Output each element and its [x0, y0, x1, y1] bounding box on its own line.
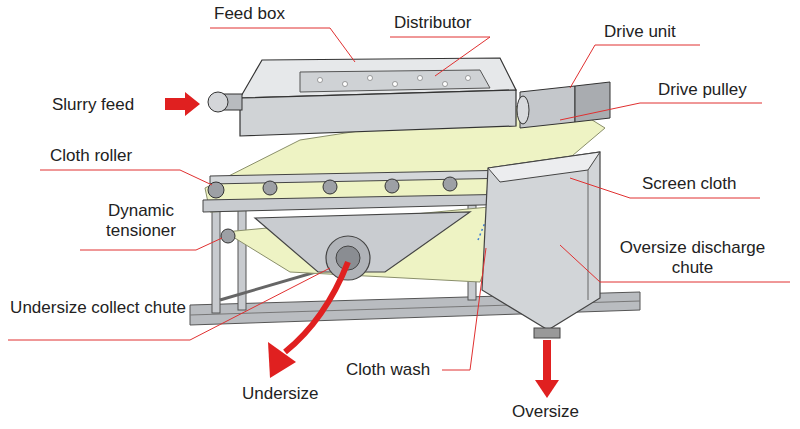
oversize-chute-rim [488, 152, 600, 182]
undersize-chute-label: Undersize collect chute [8, 298, 188, 318]
hole [343, 82, 348, 87]
oversize-chute [482, 152, 600, 330]
screen-cloth-lower [225, 205, 510, 282]
leader-line [40, 170, 212, 185]
slurry-feed-arrow [165, 92, 200, 116]
feed-box-front [240, 90, 516, 136]
oversize-arrowhead [535, 380, 559, 398]
leader-line [560, 103, 762, 120]
oversize-outlet [534, 328, 560, 338]
screen-cloth-label: Screen cloth [642, 174, 737, 194]
frame-rail [210, 170, 515, 184]
undersize-label: Undersize [242, 384, 319, 404]
hole [318, 78, 323, 83]
distributor-label: Distributor [394, 13, 471, 33]
cloth-roller-label: Cloth roller [50, 146, 132, 166]
cloth-roller [443, 177, 457, 191]
cloth-wash-label: Cloth wash [346, 360, 430, 380]
oversize-chute-edge [588, 170, 589, 300]
drive-unit-label: Drive unit [604, 22, 676, 42]
hole [466, 76, 471, 81]
hopper-outlet [326, 236, 370, 280]
hole [418, 76, 423, 81]
leader-lines [8, 28, 790, 370]
distributor [300, 70, 490, 92]
cloth-roller [263, 181, 277, 195]
hole [368, 76, 373, 81]
frame-leg [212, 205, 220, 313]
slurry-feed-label: Slurry feed [52, 95, 134, 115]
cloth-roller [323, 180, 337, 194]
drive-pulley-label: Drive pulley [658, 80, 747, 100]
feed-inlet [208, 92, 228, 112]
leader-line [8, 268, 330, 340]
hole [393, 82, 398, 87]
frame-rail [203, 194, 520, 212]
cloth-roller [385, 179, 399, 193]
hole [443, 82, 448, 87]
tensioner-roller [221, 229, 235, 243]
distributor-holes [318, 76, 471, 87]
oversize-chute-label: Oversize discharge chute [600, 238, 785, 278]
undersize-arrowhead [268, 342, 296, 378]
leader-line [390, 37, 490, 76]
dynamic-tensioner-label: Dynamic tensioner [86, 201, 196, 241]
leader-line [210, 28, 355, 62]
cloth-rollers [208, 177, 457, 243]
oversize-label: Oversize [512, 402, 579, 422]
oversize-arrow [543, 340, 551, 382]
leader-line [442, 248, 486, 370]
drive-shaft [517, 96, 529, 124]
feed-box-label: Feed box [214, 4, 285, 24]
